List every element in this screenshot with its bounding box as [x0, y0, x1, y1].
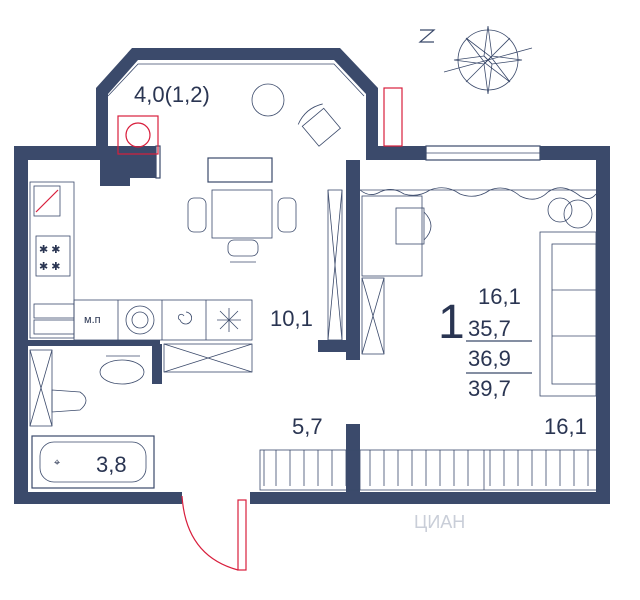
balcony-walls — [96, 48, 378, 150]
desk-chair-icon — [395, 207, 432, 245]
chair-left-icon — [187, 197, 207, 233]
balcony-furniture — [117, 83, 342, 155]
svg-text:⌖: ⌖ — [54, 457, 60, 469]
svg-text:✱ ✱: ✱ ✱ — [39, 261, 61, 273]
living-furniture — [259, 187, 599, 491]
watermark: ЦИАН — [414, 512, 465, 532]
summary-area-2: 35,7 — [468, 316, 511, 341]
round-table-icon — [251, 83, 285, 117]
wardrobe-icon — [259, 449, 599, 491]
compass-north-icon — [418, 29, 436, 43]
entrance-door-icon — [181, 495, 247, 571]
room-count-label: 1 — [438, 296, 465, 349]
summary-area-3: 36,9 — [468, 346, 511, 371]
vent-icon — [33, 185, 61, 217]
stove-label: м.п — [84, 314, 101, 326]
compass-icon — [443, 25, 533, 95]
bathroom-area-label: 3,8 — [96, 452, 127, 477]
plant-icon — [547, 197, 573, 223]
bathtub-icon — [31, 435, 155, 489]
dining-table-icon — [211, 189, 273, 239]
chair-right-icon — [277, 197, 297, 233]
hob-icon — [35, 235, 71, 277]
kitchen-furniture: ✱ ✱ ✱ ✱ м.п — [29, 157, 343, 341]
boiler-icon — [125, 122, 151, 148]
toilet-icon — [51, 389, 87, 413]
balcony-chair-icon — [297, 103, 342, 147]
curtain-icon — [359, 187, 597, 200]
balcony-door-frame — [383, 87, 403, 147]
summary-living-area: 16,1 — [478, 284, 521, 309]
sofa-icon — [539, 231, 597, 397]
windows — [155, 87, 596, 191]
balcony-area-label: 4,0(1,2) — [134, 82, 210, 107]
kitchen-area-label: 10,1 — [270, 306, 313, 331]
living-area-label: 16,1 — [544, 414, 587, 439]
boiler-frame — [117, 115, 159, 155]
chair-bottom-icon — [227, 239, 259, 257]
sink-icon — [125, 305, 155, 335]
washbasin-icon — [99, 359, 145, 385]
desk-icon — [361, 195, 423, 277]
hallway-area-label: 5,7 — [292, 414, 323, 439]
fan-icon — [217, 308, 241, 332]
svg-text:✱ ✱: ✱ ✱ — [39, 244, 61, 256]
bathroom-furniture: ⌖ — [29, 343, 253, 489]
washer-icon — [177, 311, 192, 325]
outer-walls — [14, 146, 610, 504]
summary-area-4: 39,7 — [468, 376, 511, 401]
